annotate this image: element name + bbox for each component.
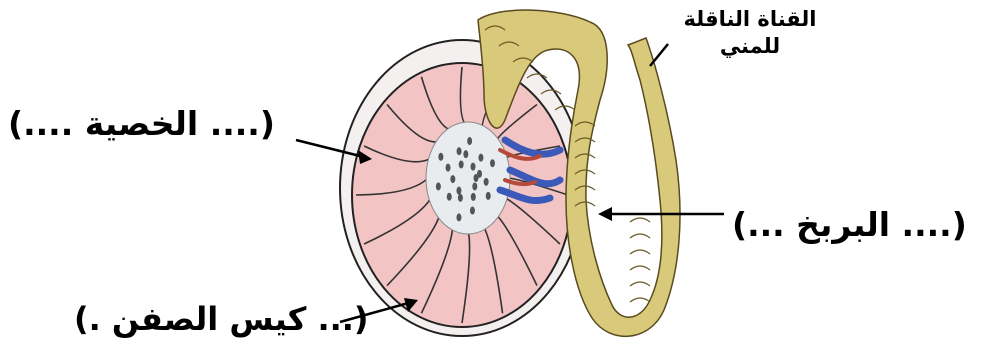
coil-line [630, 250, 650, 254]
rete-dot [456, 213, 461, 221]
rete-dot [456, 187, 461, 195]
rete-dot [467, 137, 472, 145]
rete-dot [484, 178, 489, 186]
rete-dot [457, 147, 462, 155]
coil-line [630, 218, 650, 222]
coil-line [630, 298, 650, 302]
rete-dot [477, 170, 482, 178]
rete-dot [447, 193, 452, 201]
rete-dot [478, 154, 483, 162]
rete-dot [436, 182, 441, 190]
rete-dot [438, 153, 443, 161]
label-epididymis: (.... البربخ ...) [732, 205, 967, 244]
label-scrotum: (... كيس الصفن .) [74, 300, 369, 338]
rete-dot [472, 182, 477, 190]
coil-line [630, 282, 650, 286]
arrowhead-epididymis [598, 207, 612, 221]
label-testis: (.... الخصية ....) [8, 104, 275, 143]
label-vas-deferens-line2: للمني [640, 33, 860, 60]
rete-dot [471, 193, 476, 201]
rete-dot [463, 150, 468, 158]
rete-dot [470, 207, 475, 215]
coil-line [630, 266, 650, 270]
rete-dot [490, 159, 495, 167]
label-vas-deferens-line1: القناة الناقلة [640, 6, 860, 33]
rete-dot [471, 163, 476, 171]
coil-line [630, 234, 650, 238]
rete-dot [486, 192, 491, 200]
rete-dot [450, 175, 455, 183]
rete-dot [458, 194, 463, 202]
rete-dot [446, 164, 451, 172]
label-vas-deferens: القناة الناقلة للمني [640, 6, 860, 60]
rete-dot [459, 160, 464, 168]
